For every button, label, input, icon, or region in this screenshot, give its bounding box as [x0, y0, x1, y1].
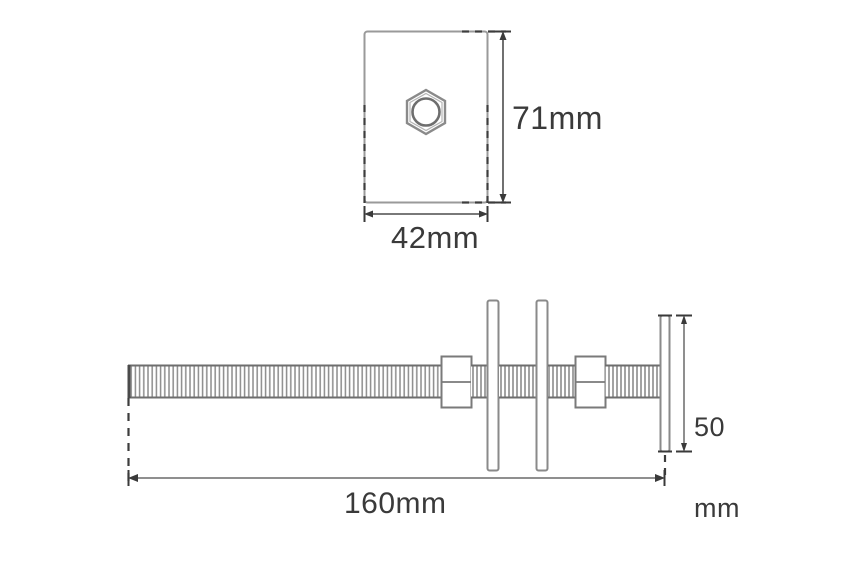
dimension-label-height: 71mm [512, 100, 603, 136]
dimension-plate-height-50 [658, 314, 692, 453]
threaded-rod-segment-left [128, 365, 441, 398]
hex-nut-bore [411, 97, 441, 127]
dimension-label-plate-height: 50 mm [694, 360, 740, 576]
vertical-plate-1 [486, 299, 500, 472]
hex-nut-1 [440, 355, 473, 409]
dimension-label-plate-height-unit: mm [694, 493, 740, 523]
dimension-height-71 [495, 30, 511, 204]
dimension-width-42 [363, 206, 489, 222]
threaded-rod-segment-4 [548, 365, 576, 398]
dimension-label-length: 160mm [344, 487, 447, 520]
hex-nut-2 [574, 355, 607, 409]
threaded-rod-segment-right [605, 365, 661, 398]
dimension-label-width: 42mm [391, 220, 480, 255]
threaded-rod-segment-3 [499, 365, 537, 398]
dimension-length-160 [127, 470, 666, 486]
dimension-label-plate-height-value: 50 [694, 412, 726, 442]
vertical-plate-2 [535, 299, 549, 472]
top-view-group [363, 30, 511, 222]
end-plate [659, 314, 671, 453]
side-view-group [127, 299, 692, 486]
